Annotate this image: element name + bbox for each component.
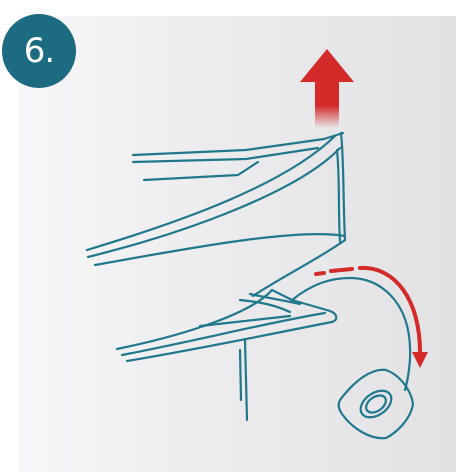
step-number-badge: 6.: [2, 14, 76, 88]
lower-base-drawing: [115, 276, 412, 422]
upper-panel-drawing: [85, 131, 347, 298]
square-pad-part-icon: [337, 368, 415, 440]
curved-dashed-arrow-icon: [314, 265, 428, 368]
red-up-arrow-icon: [300, 49, 354, 128]
